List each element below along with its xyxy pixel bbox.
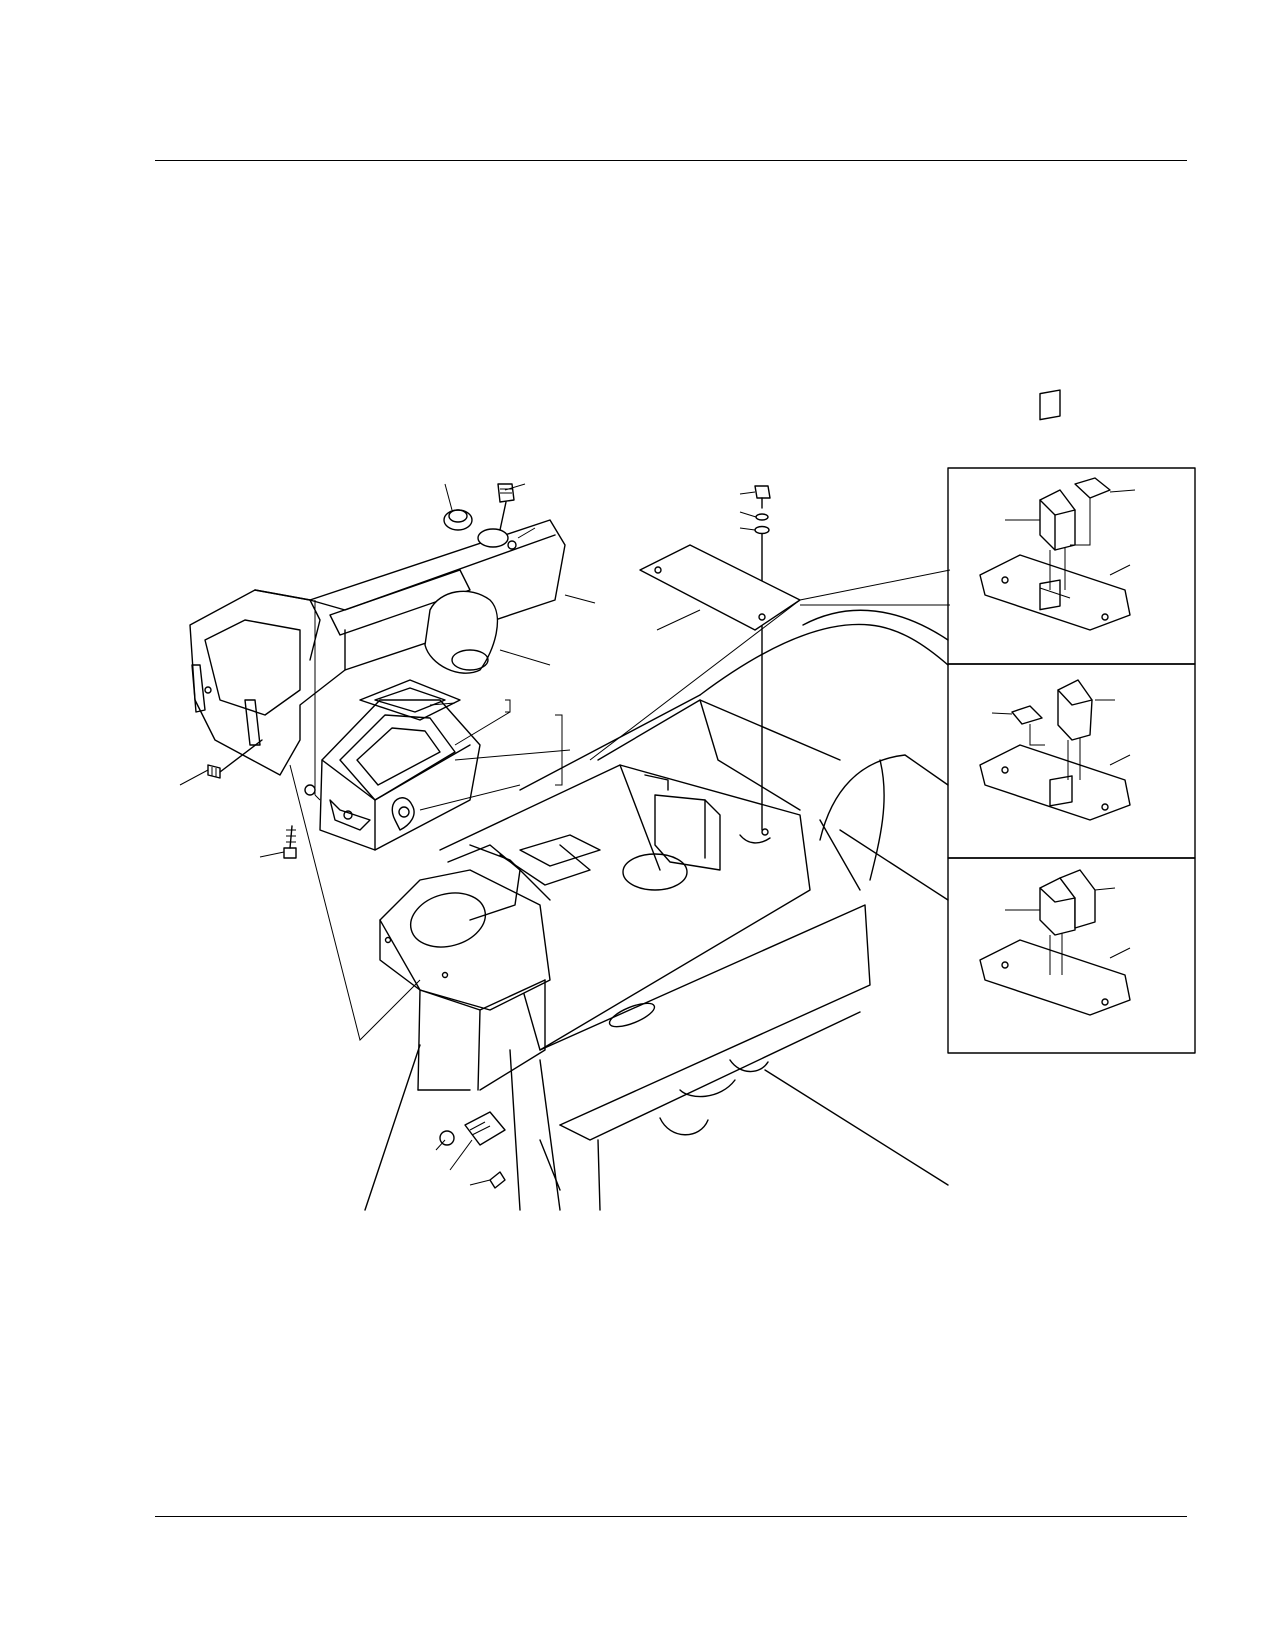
instrument-housing [304, 679, 481, 851]
footer-rule [155, 1516, 1187, 1517]
leader-lines [179, 483, 951, 1186]
detail-panel-1 [947, 389, 1196, 665]
detail-panel-2 [947, 579, 1196, 859]
cover-plate [639, 544, 801, 631]
detail-panel-3 [947, 775, 1196, 1054]
dash-console [364, 844, 591, 1211]
header-rule [155, 160, 1187, 161]
machine-body [439, 609, 949, 1211]
